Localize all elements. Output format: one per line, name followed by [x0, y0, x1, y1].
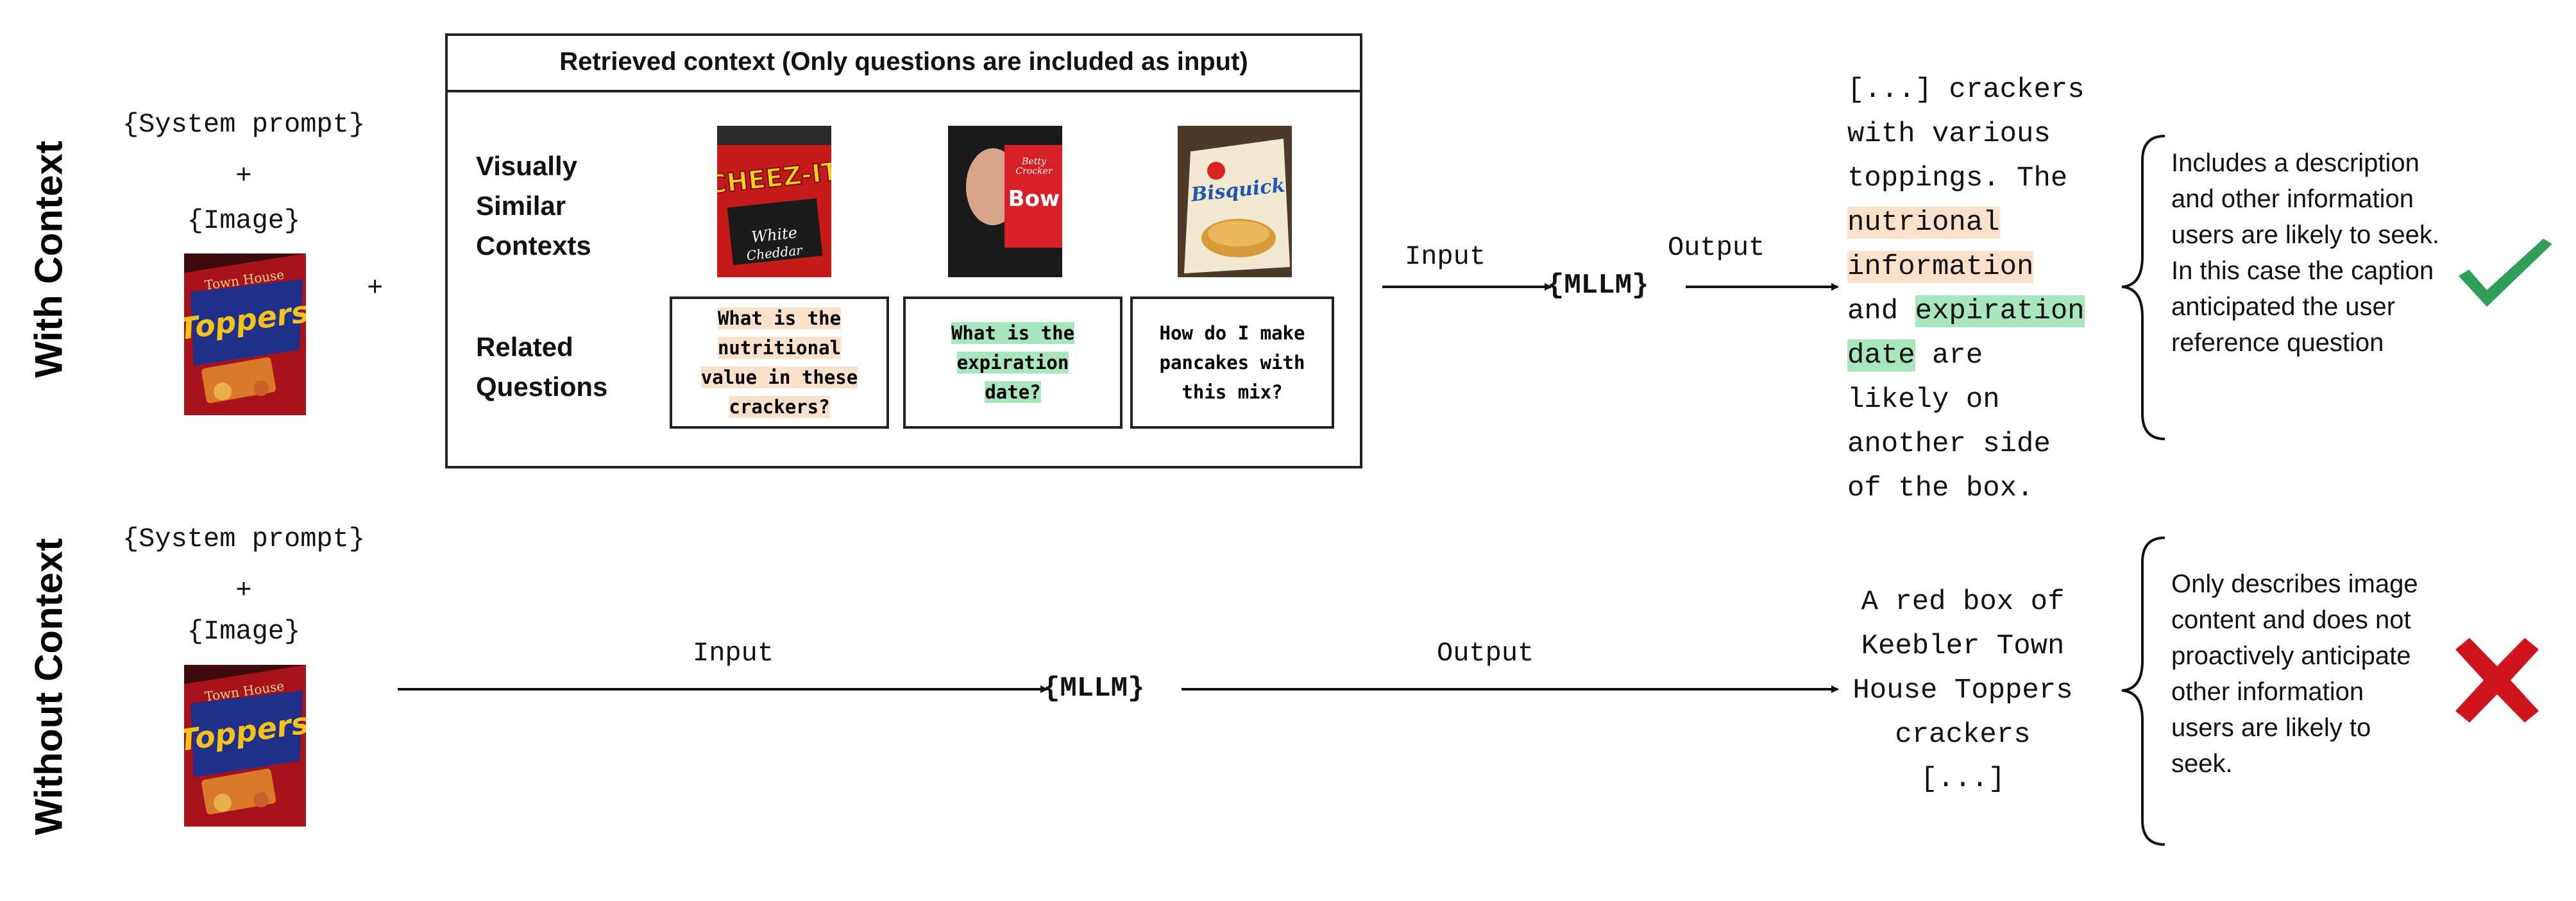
question-line: value in these	[700, 366, 858, 388]
with-context-brace	[2121, 135, 2165, 440]
question-text: What is the expiration date?	[951, 318, 1075, 407]
output-line: another side	[1847, 422, 2085, 467]
with-context-note: Includes a description and other informa…	[2171, 149, 2439, 357]
question-line: What is the	[717, 307, 842, 329]
plus-sign-3: +	[235, 575, 252, 606]
related-question-box-1: What is the nutritional value in these crac…	[670, 296, 889, 429]
output-line: nutrional	[1847, 201, 2085, 245]
output-text: [...] crackers	[1847, 74, 2085, 106]
question-line: How do I make	[1159, 322, 1305, 344]
output-text: with various	[1847, 118, 2051, 150]
output-highlight: date	[1847, 339, 1915, 372]
output-line: likely on	[1847, 378, 2085, 422]
output-text: likely on	[1847, 384, 2000, 416]
bow-text: Bow	[1008, 186, 1060, 212]
output-line: date are	[1847, 334, 2085, 378]
without-input-label: Input	[693, 638, 774, 669]
without-context-note: Only describes image content and does no…	[2171, 570, 2418, 778]
output-line: toppings. The	[1847, 157, 2085, 201]
question-line: date?	[985, 381, 1041, 403]
visually-similar-label: Visually Similar Contexts	[476, 146, 591, 266]
cross-icon	[2455, 638, 2539, 723]
related-question-box-2: What is the expiration date?	[903, 296, 1123, 429]
without-mllm-label: {MLLM}	[1043, 673, 1145, 705]
toppers-box-photo: Toppers Town House	[184, 253, 306, 415]
plus-sign: +	[235, 160, 252, 191]
related-label-line: Questions	[476, 372, 608, 402]
question-line: crackers?	[729, 396, 830, 418]
output-text: are	[1915, 339, 1983, 372]
question-line: this mix?	[1182, 381, 1283, 403]
output-line: [...]	[1920, 763, 2006, 795]
toppers-box-photo-2: Toppers Town House	[184, 665, 306, 827]
with-mllm-label: {MLLM}	[1547, 270, 1649, 302]
output-line: [...] crackers	[1847, 68, 2085, 112]
output-line: with various	[1847, 112, 2085, 157]
without-context-brace	[2121, 536, 2165, 846]
svg-text:Crocker: Crocker	[1015, 166, 1053, 176]
output-line: A red box of	[1861, 586, 2065, 618]
with-output-label: Output	[1668, 232, 1765, 263]
svg-text:Betty: Betty	[1021, 157, 1047, 167]
question-text: What is the nutritional value in these crac…	[700, 304, 858, 422]
with-input-label: Input	[1405, 241, 1486, 272]
output-line: information	[1847, 245, 2085, 289]
visual-label-line: Visually	[476, 151, 577, 181]
retrieved-context-box	[445, 33, 1362, 468]
question-text: How do I make pancakes with this mix?	[1160, 318, 1305, 407]
output-text: of the box.	[1847, 472, 2034, 504]
question-line: What is the	[951, 322, 1075, 344]
output-line: Keebler Town	[1861, 630, 2065, 662]
system-prompt-label: {System prompt}	[122, 109, 366, 140]
bisquick-bag-photo: Bisquick	[1178, 126, 1292, 277]
retrieved-title-divider	[445, 90, 1362, 92]
output-text: toppings. The	[1847, 162, 2068, 194]
related-questions-label: Related Questions	[476, 327, 607, 407]
with-context-output: [...] crackers with various toppings. The n…	[1847, 68, 2085, 511]
output-line: crackers	[1895, 719, 2031, 751]
check-icon	[2459, 239, 2552, 307]
retrieved-context-title: Retrieved context (Only questions are in…	[559, 47, 1248, 76]
cheez-it-box-photo: CHEEZ-IT White Cheddar	[717, 126, 831, 277]
output-line: House Toppers	[1852, 674, 2073, 707]
without-output-label: Output	[1437, 638, 1534, 669]
output-text: another side	[1847, 428, 2051, 460]
output-text: and	[1847, 295, 1915, 327]
related-label-line: Related	[476, 332, 573, 362]
output-highlight: expiration	[1915, 295, 2085, 327]
visual-label-line: Contexts	[476, 230, 591, 261]
question-line: expiration	[956, 352, 1069, 373]
question-line: pancakes with	[1159, 352, 1305, 373]
output-highlight: nutrional	[1847, 207, 2000, 239]
output-highlight: information	[1847, 251, 2034, 283]
image-label: {Image}	[187, 205, 301, 236]
output-line: and expiration	[1847, 289, 2085, 334]
related-question-box-3: How do I make pancakes with this mix?	[1130, 296, 1334, 429]
output-line: of the box.	[1847, 467, 2085, 511]
image-label-2: {Image}	[187, 616, 301, 647]
visual-label-line: Similar	[476, 191, 566, 221]
system-prompt-label-2: {System prompt}	[122, 524, 366, 554]
plus-sign-2: +	[367, 273, 384, 304]
bowl-mix-box-photo: Betty Crocker Bow	[948, 126, 1062, 277]
question-line: nutritional	[717, 337, 842, 359]
